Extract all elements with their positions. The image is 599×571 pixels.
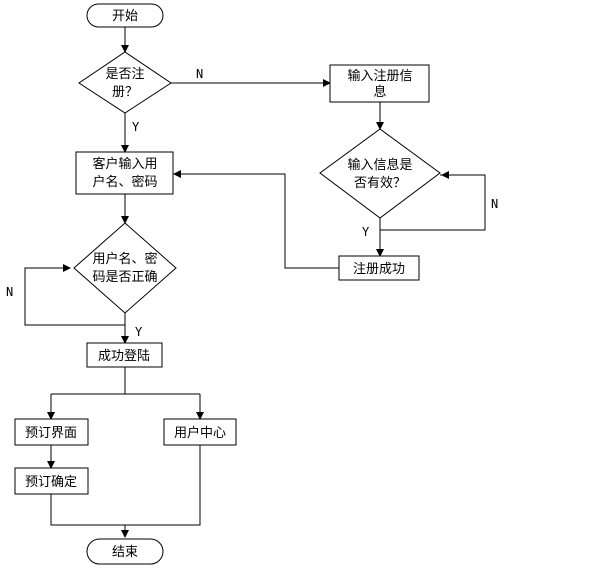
login-success-node: 成功登陆 (86, 342, 163, 368)
credentials-no-label: N (6, 285, 13, 299)
enter-registration-node: 输入注册信 息 (329, 64, 430, 103)
branch-labels: N Y N Y N Y (6, 67, 498, 339)
enter-credentials-node: 客户输入用 户名、密码 (75, 151, 174, 195)
user-center-label: 用户中心 (174, 425, 226, 441)
user-center-box (163, 418, 237, 446)
edge-success-to-login (173, 170, 339, 269)
end-node: 结束 (86, 538, 164, 565)
start-node: 开始 (86, 3, 164, 28)
registered-no-label: N (196, 67, 203, 81)
info-valid-line1: 输入信息是 (347, 157, 412, 173)
credentials-line1: 用户名、密 (92, 251, 157, 267)
info-valid-yes-label: Y (362, 225, 370, 239)
credentials-yes-label: Y (135, 325, 143, 339)
credentials-decision: 用户名、密 码是否正确 (73, 222, 177, 314)
info-valid-line2: 否有效？ (354, 176, 406, 191)
registered-label-line1: 是否注 (105, 67, 144, 82)
registered-yes-label: Y (132, 120, 140, 134)
booking-confirm-label: 预订确定 (25, 475, 77, 490)
enter-credentials-line2: 户名、密码 (92, 174, 157, 190)
enter-registration-box (329, 64, 430, 103)
register-success-label: 注册成功 (353, 262, 405, 277)
register-success-node: 注册成功 (338, 255, 420, 281)
credentials-diamond (73, 222, 177, 314)
register-success-box (338, 255, 420, 281)
end-label: 结束 (112, 545, 138, 560)
booking-confirm-box (14, 467, 89, 495)
login-success-box (86, 342, 163, 368)
enter-credentials-box (75, 151, 174, 195)
enter-registration-line2: 息 (373, 84, 386, 100)
start-label: 开始 (112, 9, 138, 24)
connectors (24, 27, 486, 538)
booking-interface-box (14, 418, 89, 446)
credentials-line2: 码是否正确 (92, 270, 157, 285)
registered-diamond (78, 51, 172, 114)
enter-registration-line1: 输入注册信 (347, 68, 412, 84)
info-valid-no-label: N (491, 197, 498, 211)
registered-label-line2: 册？ (112, 85, 138, 100)
start-terminal (86, 3, 164, 28)
booking-interface-label: 预订界面 (25, 426, 77, 441)
booking-confirm-node: 预订确定 (14, 467, 89, 495)
user-center-node: 用户中心 (163, 418, 237, 446)
booking-interface-node: 预订界面 (14, 418, 89, 446)
registered-decision: 是否注 册？ (78, 51, 172, 114)
login-success-label: 成功登陆 (98, 348, 150, 364)
enter-credentials-line1: 客户输入用 (92, 156, 157, 172)
info-valid-diamond (319, 128, 441, 219)
info-valid-decision: 输入信息是 否有效？ (319, 128, 441, 219)
end-terminal (86, 538, 164, 565)
